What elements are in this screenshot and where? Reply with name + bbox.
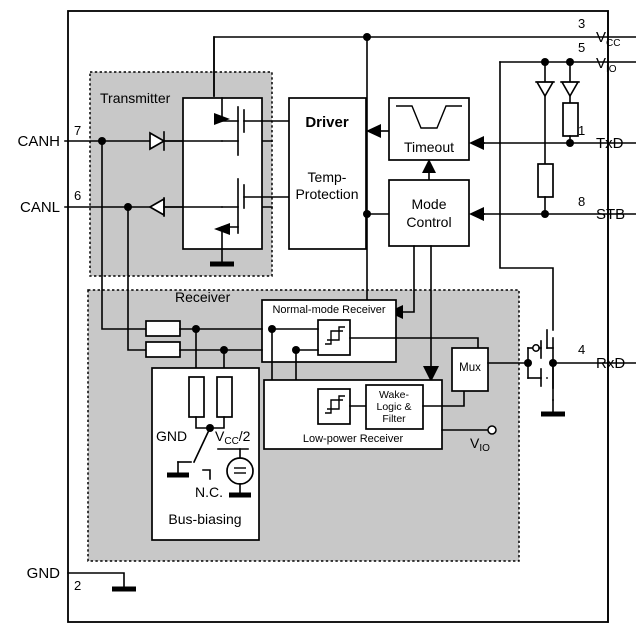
bias-vcc-half-label: VCC/2: [215, 428, 251, 447]
wire-gnd-pin: [67, 572, 125, 587]
pin-number-canl: 6: [74, 188, 81, 203]
schmitt-trigger-icon-lowpower: [317, 388, 351, 425]
wire-vio-branch-down: [499, 61, 554, 331]
pin-number-vio: 5: [578, 40, 585, 55]
wake-logic-line1: Wake-: [379, 389, 409, 401]
resistor-icon-txd-pullup: [562, 102, 579, 137]
pin-number-txd: 1: [578, 123, 585, 138]
signal-arrow-icon-timeout-mode: [422, 159, 436, 173]
bus-biasing-block: [151, 367, 260, 541]
diode-icon-esd-1: [535, 81, 555, 98]
junction-dot-stb: [541, 210, 549, 218]
mosfet-icon-lowside: [214, 178, 263, 250]
bias-nc-label: N.C.: [195, 484, 223, 500]
voltage-source-icon: [226, 457, 254, 485]
resistor-icon-canl-divider: [145, 341, 181, 358]
mosfet-icon-highside: [214, 97, 263, 156]
pin-number-rxd: 4: [578, 342, 585, 357]
wire-canh-to-receiver: [101, 140, 147, 330]
timeout-label: Timeout: [404, 139, 454, 155]
pin-number-canh: 7: [74, 123, 81, 138]
mux-block: [451, 347, 489, 392]
signal-arrow-icon-driver-in: [366, 124, 381, 138]
pin-label-canh: CANH: [17, 133, 60, 150]
signal-arrow-icon-mode-in: [469, 207, 484, 221]
signal-arrow-icon-timeout-in: [469, 136, 484, 150]
pin-number-stb: 8: [578, 194, 585, 209]
mosfet-icon-rxd-nmos: [527, 368, 548, 387]
pin-label-canl: CANL: [20, 199, 60, 216]
driver-sub-line2: Protection: [295, 186, 358, 202]
switch-icon-bias-arm: [192, 426, 212, 464]
wire-canl-to-receiver: [127, 206, 147, 351]
mux-label: Mux: [459, 362, 481, 374]
pin-number-vcc: 3: [578, 16, 585, 31]
junction-dot-txd: [566, 139, 574, 147]
resistor-icon-bias-h: [188, 376, 205, 418]
driver-block: [288, 97, 367, 250]
mode-control-line1: Mode: [411, 196, 446, 212]
mode-control-line2: Control: [406, 214, 451, 230]
wake-logic-line2: Logic &: [376, 401, 411, 413]
mode-control-block: [388, 179, 470, 247]
receiver-label: Receiver: [175, 289, 231, 305]
resistor-icon-bias-l: [216, 376, 233, 418]
bias-gnd-label: GND: [156, 428, 187, 444]
normal-mode-receiver-label: Normal-mode Receiver: [272, 304, 385, 316]
pin-label-vio: VIO: [596, 55, 617, 75]
low-power-receiver-label: Low-power Receiver: [303, 433, 404, 445]
wire-mode-to-nmreceiver: [398, 245, 415, 313]
vio-internal-label: VIO: [470, 435, 490, 454]
pin-label-gnd: GND: [27, 565, 61, 582]
signal-arrow-icon-lpr-in: [423, 366, 439, 382]
switch-icon-nc-contact: [202, 469, 211, 480]
driver-label: Driver: [305, 114, 349, 131]
transmitter-label: Transmitter: [100, 90, 171, 106]
wake-logic-line3: Filter: [382, 413, 406, 425]
resistor-icon-canh-divider: [145, 320, 181, 337]
schmitt-trigger-icon-normal: [317, 319, 351, 356]
wake-logic-filter-block: [365, 384, 424, 430]
diode-icon-esd-2: [560, 81, 580, 98]
open-terminal-icon-vio: [487, 425, 497, 435]
timeout-waveform-icon: [396, 105, 462, 129]
bus-biasing-label: Bus-biasing: [168, 511, 241, 527]
resistor-icon-stb-pullup: [537, 163, 554, 198]
output-stage-box: [182, 97, 263, 250]
junction-dot-rxd-out: [549, 359, 557, 367]
driver-sub-line1: Temp-: [308, 169, 347, 185]
pin-number-gnd: 2: [74, 578, 81, 593]
wire-nmr-out-to-mux: [395, 337, 479, 349]
